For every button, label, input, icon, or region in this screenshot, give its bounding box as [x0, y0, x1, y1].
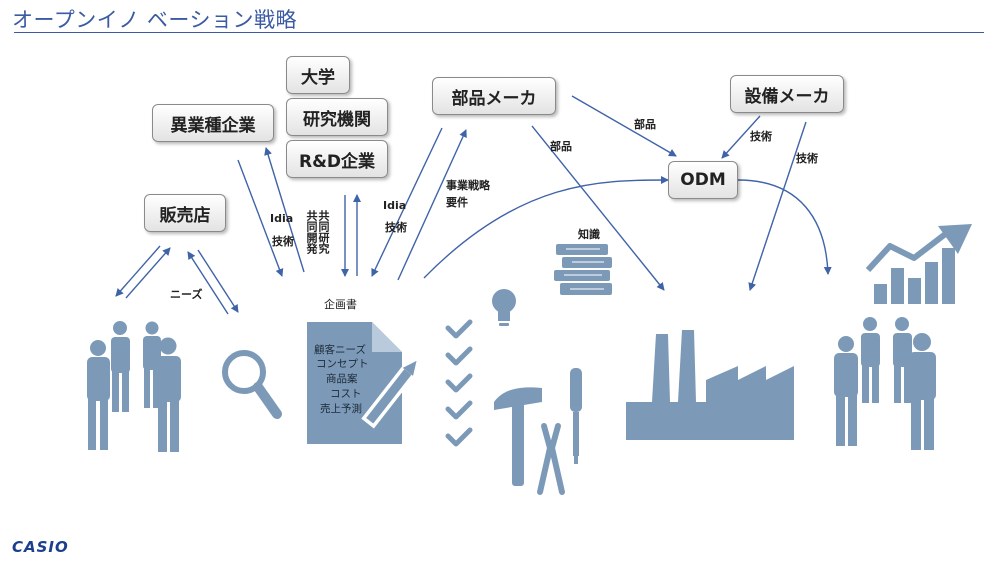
node-equipment-maker: 設備メーカ [730, 75, 844, 113]
arrow-other-industry-to-plan [237, 159, 284, 277]
label-idia-left: Idia [270, 212, 294, 225]
label-parts-right: 部品 [634, 118, 656, 131]
label-business-strategy: 事業戦略 [446, 179, 490, 192]
factory-icon [626, 330, 794, 440]
document-pencil-icon [307, 322, 417, 444]
node-other-industry: 異業種企業 [152, 104, 274, 142]
label-tech-equipment-odm: 技術 [750, 130, 772, 143]
arrow-parts-maker-to-factory [531, 125, 665, 291]
arrow-equipment-to-odm [721, 115, 761, 159]
label-plan-document: 企画書 [324, 298, 357, 311]
checklist-icon [445, 319, 473, 447]
arrow-search-to-retailer [187, 251, 229, 315]
label-knowledge: 知識 [578, 228, 600, 241]
node-retailer: 販売店 [144, 194, 226, 232]
arrow-customers-to-retailer [125, 247, 171, 299]
node-odm: ODM [668, 161, 738, 199]
arrow-retailer-to-search [197, 249, 239, 313]
hammer-icon [494, 387, 542, 486]
doc-line-product-idea: 商品案 [326, 373, 358, 385]
brand-logo: CASIO [12, 538, 69, 556]
arrow-parts-maker-to-plan [371, 127, 443, 277]
arrow-plan-to-parts-maker [397, 129, 467, 281]
label-idia-right: Idia [383, 199, 407, 212]
growth-chart-icon [865, 224, 972, 304]
arrows [115, 95, 832, 315]
label-parts-left: 部品 [550, 140, 572, 153]
label-joint-dev: 共同開発 [305, 210, 318, 254]
node-parts-maker: 部品メーカ [432, 77, 556, 115]
doc-line-cost: コスト [330, 388, 362, 400]
doc-line-concept: コンセプト [316, 358, 369, 370]
arrow-plan-to-odm [423, 176, 669, 279]
screwdriver-icon [570, 368, 582, 464]
node-rnd-company: R&D企業 [286, 140, 388, 178]
doc-line-customer-needs: 顧客ニーズ [314, 344, 366, 356]
arrow-plan-to-other-industry [264, 147, 305, 273]
magnifier-icon [222, 350, 282, 419]
arrow-parts-maker-to-odm [571, 95, 677, 157]
lightbulb-icon [492, 289, 516, 326]
node-university: 大学 [286, 56, 350, 94]
label-needs: ニーズ [170, 288, 203, 301]
arrow-odm-to-end-users [737, 179, 832, 275]
node-research-institute: 研究機関 [286, 98, 388, 136]
arrow-equipment-to-factory [748, 121, 807, 291]
label-tech-left: 技術 [272, 235, 294, 248]
customer-group-icon [87, 321, 181, 452]
end-users-group-icon [834, 317, 936, 450]
label-requirements: 要件 [446, 196, 468, 209]
arrow-retailer-to-customers [115, 245, 161, 297]
label-tech-right: 技術 [385, 221, 407, 234]
books-icon [554, 244, 612, 295]
label-joint-research: 共同研究 [317, 210, 330, 254]
pliers-icon [537, 423, 565, 495]
slide-title: オープンイノ ベーション戦略 [12, 8, 297, 32]
doc-line-sales-forecast: 売上予測 [320, 403, 362, 415]
title-divider [14, 32, 984, 33]
label-tech-equipment-factory: 技術 [796, 152, 818, 165]
